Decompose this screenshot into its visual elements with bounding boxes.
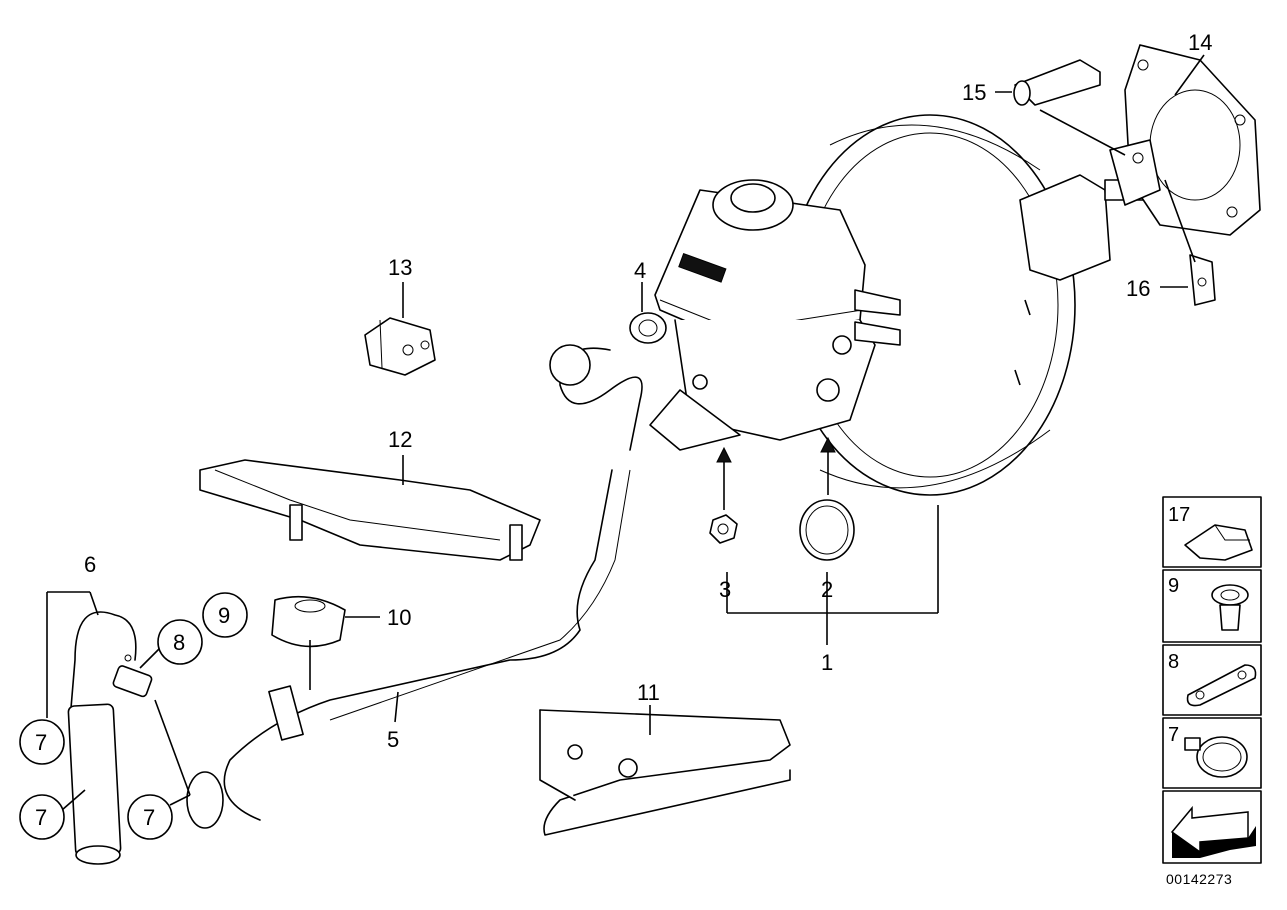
nut	[709, 514, 738, 544]
o-ring	[799, 499, 855, 561]
clevis-pin	[1013, 59, 1216, 306]
legend-label-9: 9	[1168, 575, 1179, 597]
callout-2: 2	[821, 577, 833, 602]
callout-12: 12	[388, 427, 412, 452]
callout-9: 9	[218, 603, 230, 628]
assembly-arrows	[716, 436, 836, 510]
callout-13: 13	[388, 255, 412, 280]
callout-6: 6	[84, 552, 96, 577]
callout-7a: 7	[35, 730, 47, 755]
legend-panel: 17 9 8 7	[1162, 496, 1262, 864]
leader-lines	[46, 54, 1205, 811]
hose-clamp-7-icon	[1184, 736, 1248, 778]
hose-bracket-12	[199, 459, 541, 561]
circle-callouts	[19, 592, 248, 840]
grommet-block	[364, 317, 436, 376]
view-arrow-icon	[1170, 805, 1256, 858]
gasket-plate	[1124, 44, 1261, 236]
clip-9-icon	[1211, 584, 1249, 631]
master-cylinder	[649, 179, 901, 451]
legend-label-7: 7	[1168, 724, 1179, 746]
callout-11: 11	[637, 680, 660, 705]
plate-8-icon	[1186, 664, 1257, 707]
legend-cell-9	[1162, 569, 1262, 643]
callout-15: 15	[962, 80, 986, 105]
document-number: 00142273	[1166, 871, 1232, 887]
callout-14: 14	[1188, 30, 1212, 55]
hose-bracket-11	[539, 709, 791, 836]
hose-clip	[112, 654, 153, 698]
legend-label-17: 17	[1168, 504, 1190, 526]
legend-label-8: 8	[1168, 651, 1179, 673]
grommet	[629, 312, 667, 344]
callout-5: 5	[387, 727, 399, 752]
callout-10: 10	[387, 605, 411, 630]
rubber-grommet	[271, 595, 346, 648]
callout-labels: 1 2 3 4 5 6 7 7 7 8 9 10 11 12 13 14 15 …	[35, 30, 1212, 830]
callout-3: 3	[719, 577, 731, 602]
callout-16: 16	[1126, 276, 1150, 301]
callout-4: 4	[634, 258, 646, 283]
callout-8: 8	[173, 630, 185, 655]
clip-17-icon	[1184, 524, 1253, 561]
elbow-hose	[67, 611, 137, 865]
callout-7c: 7	[143, 805, 155, 830]
callout-7b: 7	[35, 805, 47, 830]
vacuum-hose	[186, 344, 643, 829]
callout-1: 1	[821, 650, 833, 675]
